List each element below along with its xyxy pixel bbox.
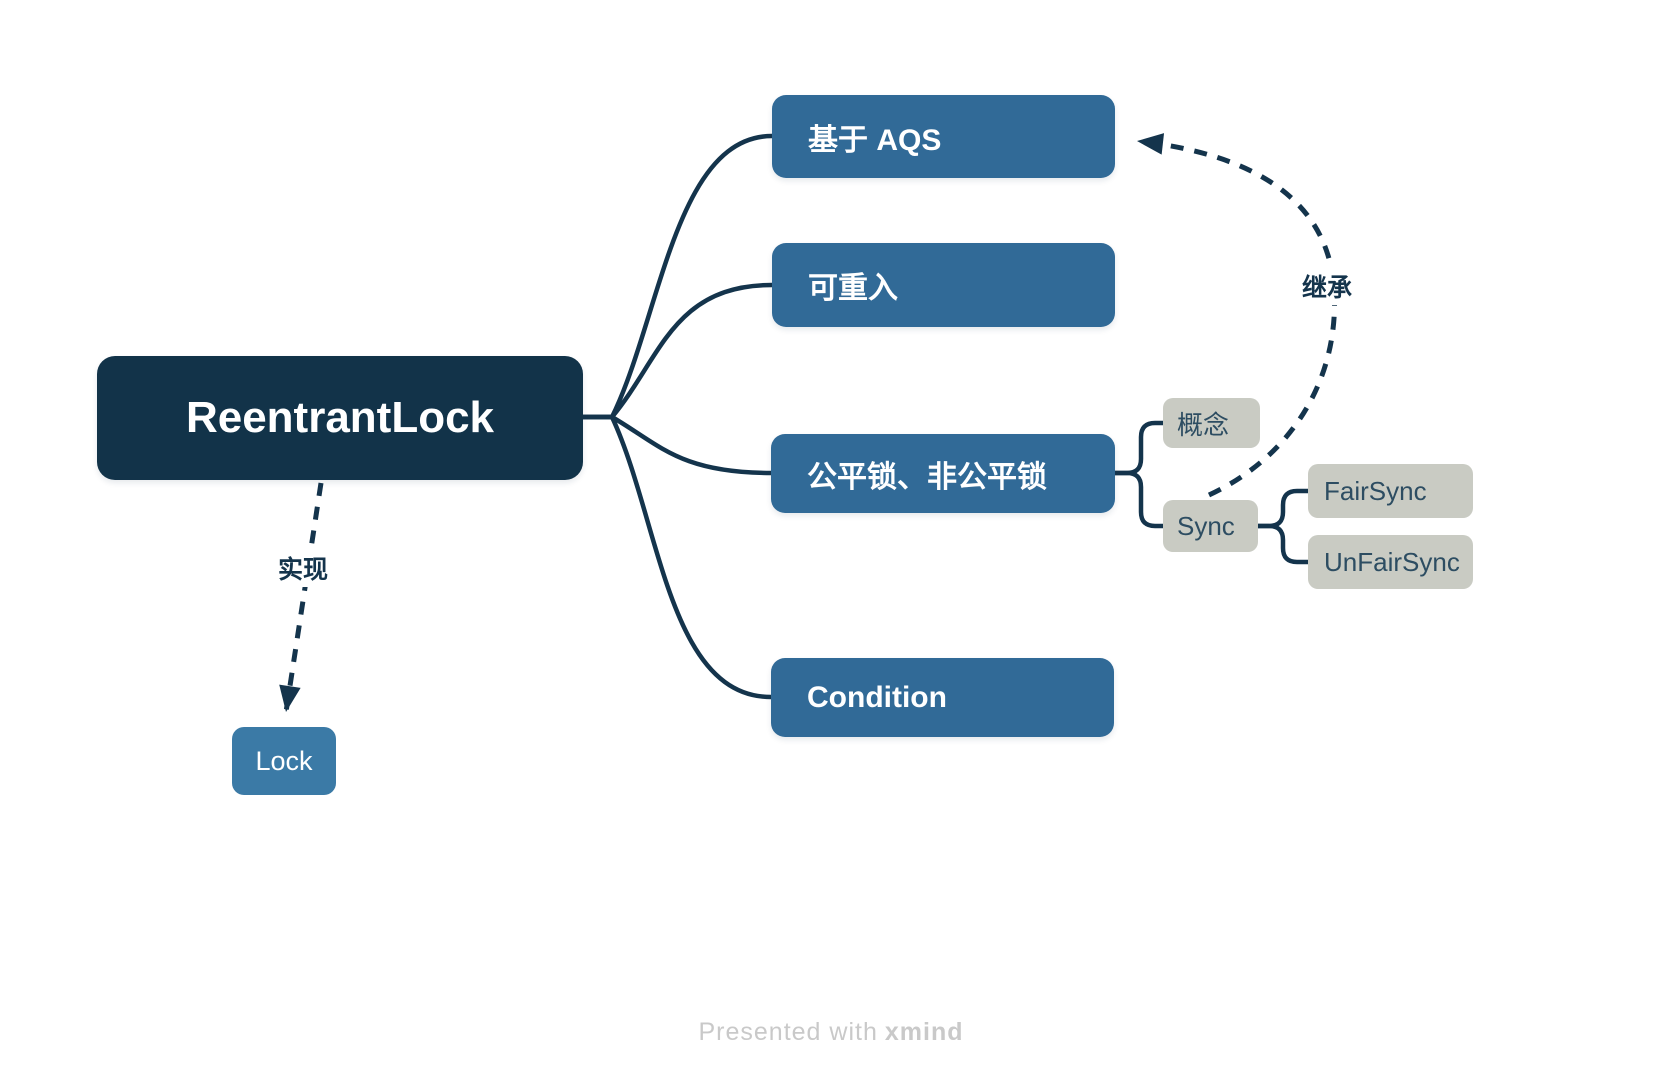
node-reentrantlock-label: ReentrantLock xyxy=(185,393,495,442)
node-lock-label: Lock xyxy=(255,745,313,776)
node-concept[interactable]: 概念 xyxy=(1163,398,1260,448)
node-fairness-label: 公平锁、非公平锁 xyxy=(807,460,1047,494)
node-concept-label: 概念 xyxy=(1177,409,1230,440)
child-connector-concept xyxy=(1112,420,1166,476)
node-fairness[interactable]: 公平锁、非公平锁 xyxy=(771,434,1115,513)
node-sync[interactable]: Sync xyxy=(1163,500,1258,552)
node-reentrant-label: 可重入 xyxy=(808,272,898,305)
branch-connector-condition xyxy=(580,414,774,700)
node-lock[interactable]: Lock xyxy=(232,727,336,795)
node-aqs[interactable]: 基于 AQS xyxy=(772,95,1115,178)
node-unfairsync-label: UnFairSync xyxy=(1324,546,1460,577)
branch-connector-aqs xyxy=(580,133,775,420)
watermark-prefix: Presented with xyxy=(698,1018,878,1046)
relationship-arrow-implement xyxy=(279,482,324,713)
node-unfairsync[interactable]: UnFairSync xyxy=(1308,535,1473,589)
child-connector-unfairsync xyxy=(1255,523,1311,565)
node-condition-label: Condition xyxy=(807,680,947,714)
node-sync-label: Sync xyxy=(1177,510,1235,541)
relationship-label-implement[interactable]: 实现 xyxy=(273,549,333,587)
child-connector-fairsync xyxy=(1255,488,1311,529)
node-fairsync[interactable]: FairSync xyxy=(1308,464,1473,518)
node-condition[interactable]: Condition xyxy=(771,658,1114,737)
node-reentrantlock[interactable]: ReentrantLock xyxy=(97,356,583,480)
branch-connector-reentrant xyxy=(580,282,775,420)
node-aqs-label: 基于 AQS xyxy=(808,123,942,157)
watermark-brand: xmind xyxy=(884,1018,964,1046)
node-fairsync-label: FairSync xyxy=(1324,475,1427,506)
child-connector-sync xyxy=(1112,470,1166,529)
relationship-label-inherit[interactable]: 继承 xyxy=(1297,267,1357,305)
node-reentrant[interactable]: 可重入 xyxy=(772,243,1115,327)
branch-connector-fairness xyxy=(580,414,774,476)
